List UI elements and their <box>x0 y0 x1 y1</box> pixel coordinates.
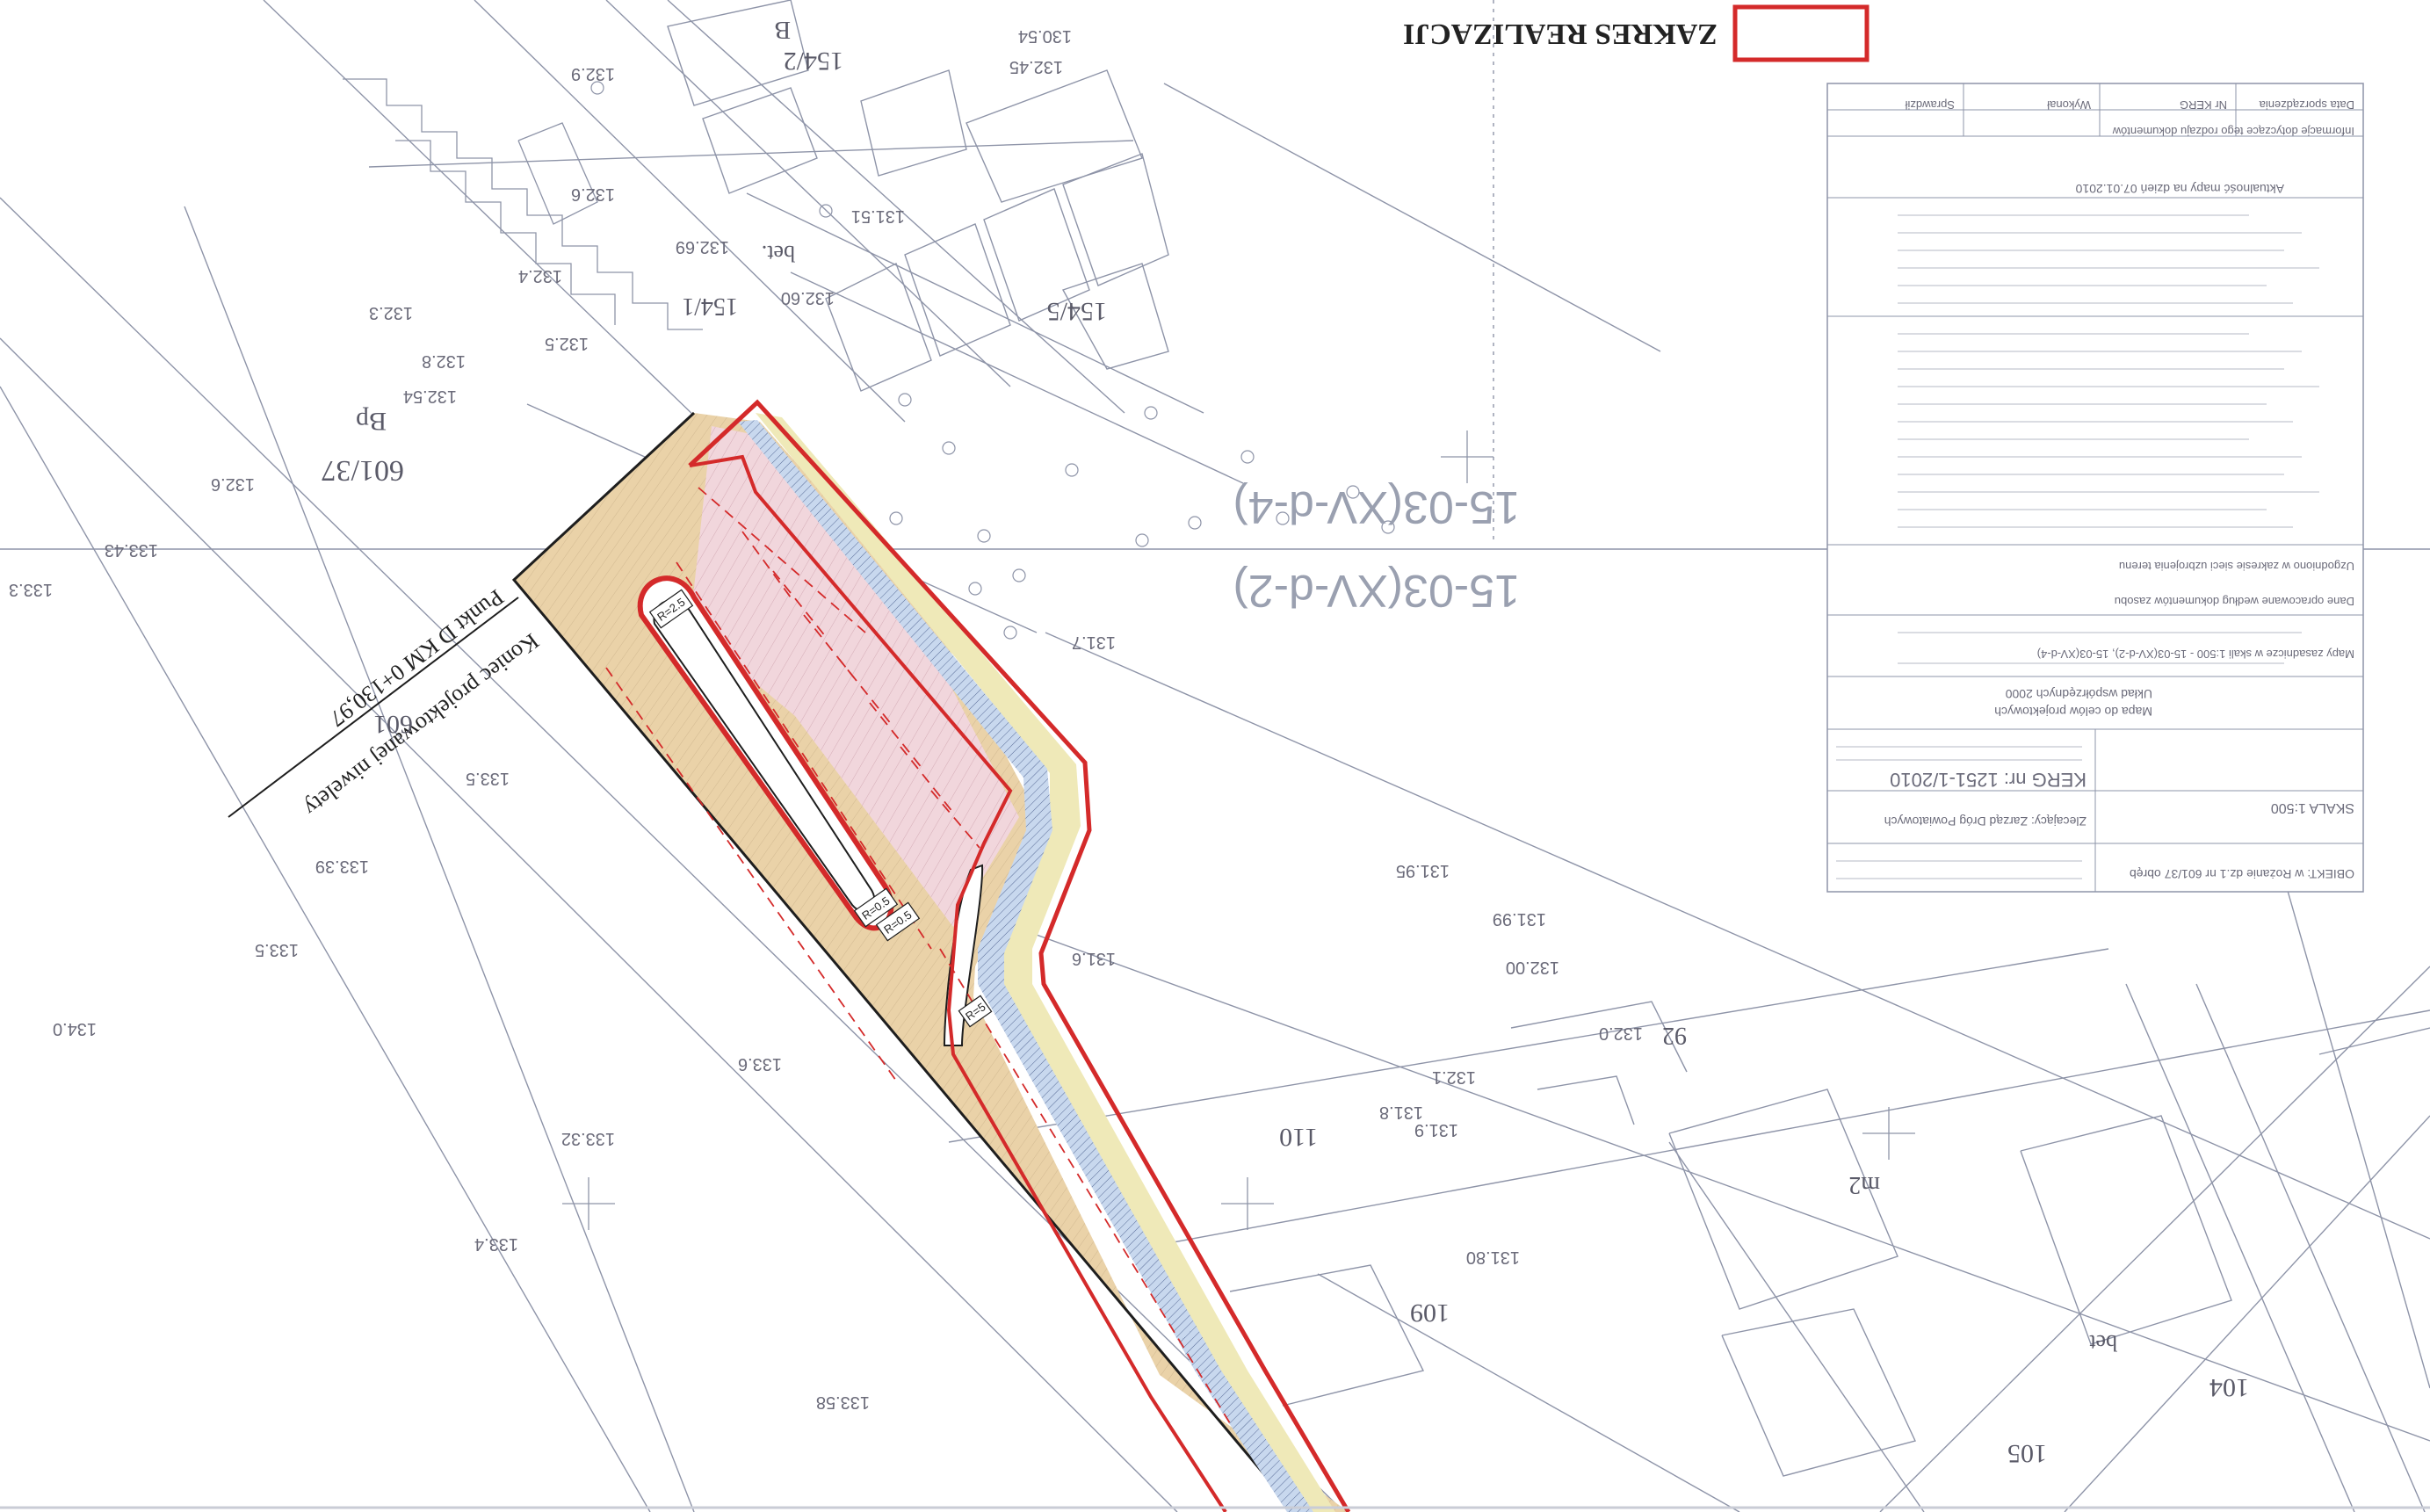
title-footer: Sprawdził <box>1906 98 1955 112</box>
elevation-label: 132.6 <box>571 184 615 204</box>
title-line: Uzgodniono w zakresie sieci uzbrojenia t… <box>2119 560 2354 573</box>
title-line: Układ współrzędnych 2000 <box>2005 687 2152 701</box>
elevation-label: 132.45 <box>1009 57 1063 76</box>
elevation-label: 133.58 <box>816 1393 870 1412</box>
title-footer: Data sporządzenia <box>2259 98 2354 112</box>
realization-boundary <box>688 399 1351 1512</box>
parcel-label: B <box>774 16 791 43</box>
parcel-label: 601 <box>373 710 413 739</box>
elevation-label: 134.0 <box>53 1019 97 1038</box>
elevation-label: 132.00 <box>1506 958 1559 977</box>
elevation-label: 133.32 <box>561 1129 615 1148</box>
elevation-label: 132.6 <box>211 474 255 494</box>
title-line: SKALA 1:500 <box>2271 800 2354 815</box>
title-line: Zlecający: Zarząd Dróg Powiatowych <box>1884 814 2086 828</box>
elevation-label: 132.54 <box>403 387 457 406</box>
elevation-label: 131.6 <box>1072 949 1116 968</box>
parcel-label: Bp <box>356 407 387 436</box>
sheet-code: 15-03(XV-d-2) <box>1233 565 1520 616</box>
parcel-label: bet. <box>762 241 795 266</box>
parcel-label: bet <box>2088 1330 2117 1356</box>
elevation-label: 131.8 <box>1379 1103 1423 1122</box>
basemap-grid-crosses <box>562 430 1915 1230</box>
parcel-label: 154/1 <box>682 293 738 320</box>
title-footer: Wykonał <box>2047 98 2091 112</box>
elevation-label: 131.7 <box>1072 633 1116 652</box>
elevation-label: 131.80 <box>1466 1248 1520 1267</box>
title-line: KERG nr: 1251-1/2010 <box>1890 769 2086 791</box>
title-line: Dane opracowane według dokumentów zasobu <box>2115 595 2354 608</box>
basemap-building-steps <box>343 78 703 330</box>
title-line: Mapa do celów projektowych <box>1994 705 2152 719</box>
title-line: Mapy zasadnicze w skali 1:500 - 15-03(XV… <box>2037 647 2354 661</box>
elevation-label: 132.1 <box>1432 1067 1476 1087</box>
elevation-label: 131.9 <box>1414 1120 1458 1139</box>
elevation-label: 132.60 <box>781 288 835 307</box>
elevation-label: 133.5 <box>466 769 510 788</box>
sheet-codes: 15-03(XV-d-4) 15-03(XV-d-2) <box>1233 481 1520 616</box>
curve-tags: R=2.5 R=0.5 R=0.5 R=5 <box>648 589 993 1028</box>
title-block: Data sporządzenia Nr KERG Wykonał Sprawd… <box>1826 83 2364 893</box>
elevation-label: 132.69 <box>676 237 729 257</box>
title-line: OBIEKT: w Rożanie dz.1 nr 601/37 obręb <box>2130 867 2354 881</box>
legend: ZAKRES REALIZACJI <box>1403 4 1870 62</box>
elevation-label: 132.9 <box>571 64 615 83</box>
project-end-line1: Punkt D KM 0+130,97 <box>325 584 509 732</box>
elevation-labels: 132.9 132.6 132.5 132.4 132.3 132.8 132.… <box>9 26 1643 1412</box>
parcel-label: 601/37 <box>322 454 404 487</box>
parking-dividers <box>605 487 1231 1424</box>
parcel-label: 105 <box>2007 1439 2047 1468</box>
elevation-label: 133.3 <box>9 580 53 599</box>
elevation-label: 133.6 <box>738 1054 782 1074</box>
elevation-label: 132.0 <box>1599 1024 1643 1043</box>
elevation-label: 131.51 <box>851 206 905 226</box>
parcel-label: 109 <box>1410 1299 1450 1328</box>
elevation-label: 133.39 <box>315 857 369 876</box>
parcel-label: m2 <box>1848 1171 1880 1198</box>
elevation-label: 131.95 <box>1396 861 1450 880</box>
parcel-label: 104 <box>2209 1373 2249 1402</box>
legend-label: ZAKRES REALIZACJI <box>1403 18 1718 50</box>
elevation-label: 132.4 <box>518 266 562 286</box>
elevation-label: 132.5 <box>545 334 589 353</box>
title-line: Aktualność mapy na dzień 07.01.2010 <box>2075 182 2284 196</box>
elevation-label: 133.4 <box>474 1234 518 1254</box>
elevation-label: 131.99 <box>1493 909 1546 929</box>
elevation-label: 133.5 <box>255 940 299 959</box>
elevation-label: 130.54 <box>1018 26 1072 46</box>
sheet-code: 15-03(XV-d-4) <box>1233 481 1520 532</box>
title-line: Informacje dotyczące tego rodzaju dokume… <box>2112 125 2354 138</box>
parcel-labels: 601/37 154/2 154/5 154/1 601 110 109 105… <box>322 16 2249 1468</box>
project-area: R=2.5 R=0.5 R=0.5 R=5 <box>511 399 1351 1512</box>
parcel-label: 92 <box>1662 1022 1687 1049</box>
parcel-label: 110 <box>1279 1123 1318 1152</box>
legend-swatch <box>1732 4 1870 62</box>
edge-black-line <box>511 411 1298 1512</box>
elevation-label: 133.43 <box>105 540 158 560</box>
elevation-label: 132.8 <box>422 351 466 371</box>
title-footer: Nr KERG <box>2180 98 2227 112</box>
parcel-label: 154/5 <box>1047 297 1107 326</box>
parcel-label: 154/2 <box>784 47 843 76</box>
elevation-label: 132.3 <box>369 303 413 322</box>
